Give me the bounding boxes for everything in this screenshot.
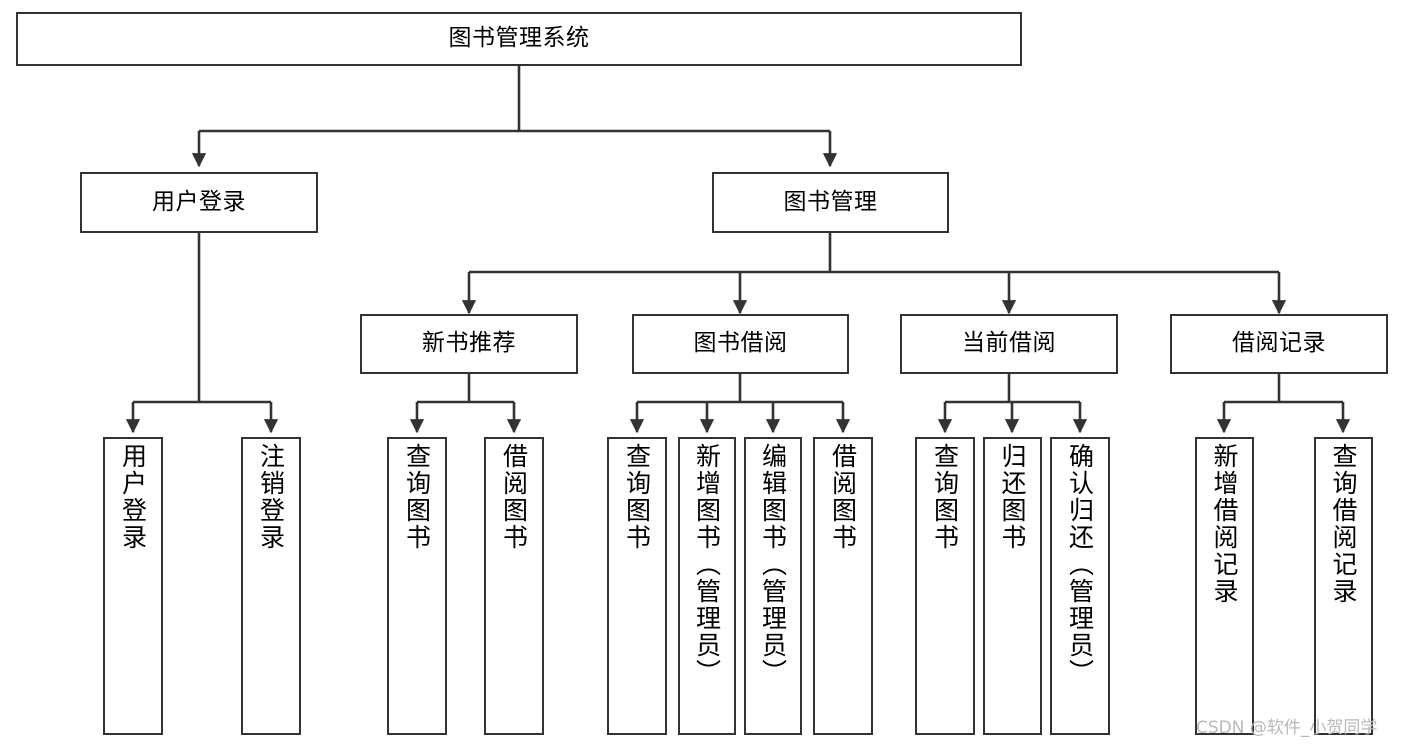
node-new-book-recommend[interactable]: 新书推荐 — [360, 314, 578, 374]
node-label: 借阅图书 — [499, 443, 529, 551]
leaf-borrow-query-book[interactable]: 查询图书 — [607, 437, 667, 735]
node-label: 借阅图书 — [828, 443, 858, 551]
leaf-record-query-record[interactable]: 查询借阅记录 — [1314, 437, 1373, 735]
leaf-user-login-login[interactable]: 用户登录 — [103, 437, 163, 735]
node-book-borrow[interactable]: 图书借阅 — [632, 314, 849, 374]
node-label: 确认归还（管理员） — [1065, 443, 1095, 686]
node-label: 图书管理 — [783, 188, 878, 215]
node-label: 图书借阅 — [693, 330, 788, 357]
node-label: 查询图书 — [622, 443, 652, 551]
node-book-management[interactable]: 图书管理 — [712, 172, 949, 233]
node-borrow-record[interactable]: 借阅记录 — [1170, 314, 1388, 374]
leaf-borrow-borrow-book[interactable]: 借阅图书 — [813, 437, 873, 735]
leaf-recommend-query-book[interactable]: 查询图书 — [387, 437, 447, 735]
leaf-current-confirm-return-admin[interactable]: 确认归还（管理员） — [1050, 437, 1110, 735]
node-label: 用户登录 — [152, 188, 246, 215]
node-label: 图书管理系统 — [448, 25, 590, 52]
node-label: 归还图书 — [998, 443, 1027, 551]
leaf-record-add-record[interactable]: 新增借阅记录 — [1195, 437, 1254, 735]
node-label: 注销登录 — [256, 443, 286, 551]
csdn-watermark: CSDN @软件_小贺同学 — [1196, 718, 1378, 738]
leaf-recommend-borrow-book[interactable]: 借阅图书 — [484, 437, 544, 735]
node-current-borrow[interactable]: 当前借阅 — [900, 314, 1118, 374]
node-label: 查询借阅记录 — [1329, 443, 1358, 605]
leaf-current-return-book[interactable]: 归还图书 — [983, 437, 1042, 735]
node-label: 当前借阅 — [962, 330, 1056, 357]
leaf-borrow-add-book-admin[interactable]: 新增图书（管理员） — [678, 437, 736, 735]
node-label: 借阅记录 — [1232, 330, 1326, 357]
node-label: 新书推荐 — [422, 330, 516, 357]
leaf-current-query-book[interactable]: 查询图书 — [915, 437, 975, 735]
node-label: 查询图书 — [930, 443, 960, 551]
node-label: 新增图书（管理员） — [692, 443, 722, 686]
node-label: 查询图书 — [402, 443, 432, 551]
node-label: 编辑图书（管理员） — [758, 443, 788, 686]
node-label: 新增借阅记录 — [1210, 443, 1239, 605]
leaf-borrow-edit-book-admin[interactable]: 编辑图书（管理员） — [744, 437, 802, 735]
node-user-login[interactable]: 用户登录 — [80, 172, 318, 233]
node-root-system[interactable]: 图书管理系统 — [16, 12, 1022, 66]
leaf-user-login-logout[interactable]: 注销登录 — [241, 437, 301, 735]
node-label: 用户登录 — [118, 443, 148, 551]
